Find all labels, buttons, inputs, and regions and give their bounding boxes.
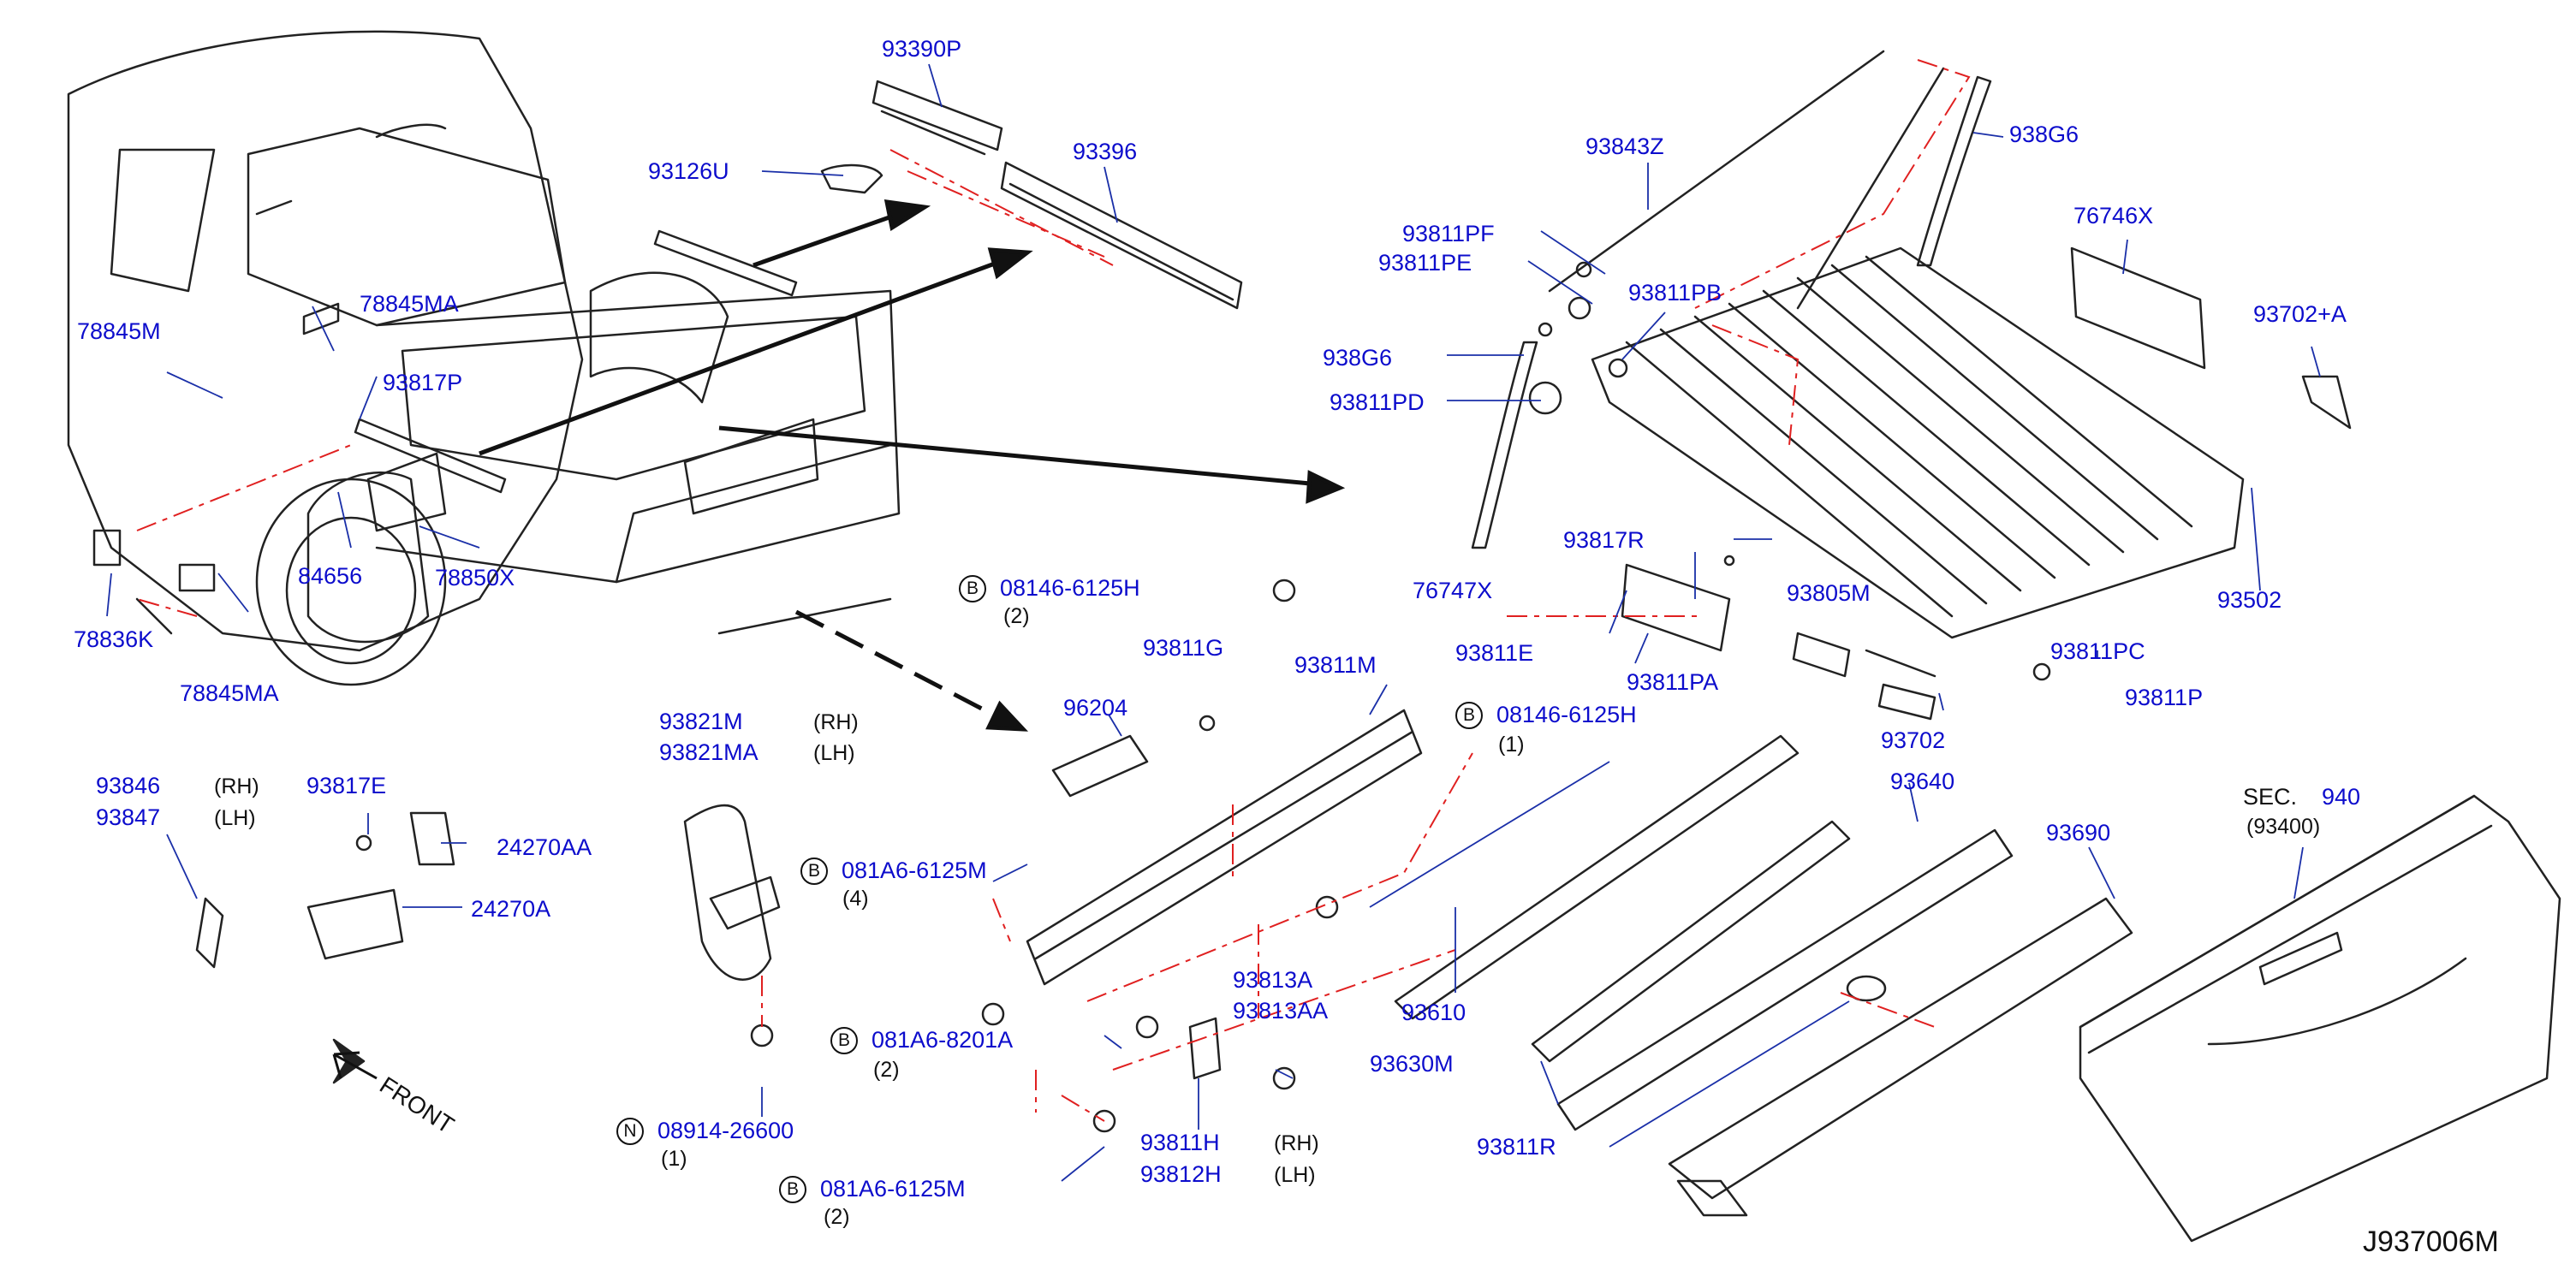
fastener-type-icon: B bbox=[779, 1176, 806, 1203]
part-label: 93812H bbox=[1140, 1161, 1222, 1187]
part-label: 93630M bbox=[1370, 1051, 1454, 1077]
fastener-qty: (2) bbox=[873, 1058, 900, 1082]
part-label: 93811PB bbox=[1628, 280, 1722, 306]
section-number[interactable]: 940 bbox=[2322, 784, 2361, 810]
cross-members-drawing bbox=[709, 579, 2133, 1217]
part-label: 76746X bbox=[2073, 203, 2154, 228]
lower-left-parts-drawing bbox=[195, 804, 774, 1084]
fastener-type-icon: N bbox=[616, 1118, 644, 1145]
part-label: 93817R bbox=[1563, 527, 1645, 553]
part-label: 93811PC bbox=[2050, 638, 2145, 664]
section-part: (93400) bbox=[2246, 815, 2321, 839]
fastener-qty: (2) bbox=[1003, 604, 1030, 628]
part-label: 93813A bbox=[1233, 967, 1313, 993]
pointer-arrows bbox=[479, 199, 1346, 732]
part-label: 24270A bbox=[471, 896, 551, 922]
diagram-reference-code: J937006M bbox=[2363, 1225, 2499, 1258]
fastener-qty: (2) bbox=[824, 1205, 850, 1229]
part-label: 93640 bbox=[1890, 769, 1955, 794]
part-label: 93690 bbox=[2046, 820, 2111, 846]
fastener-number: 08146-6125H bbox=[1496, 702, 1637, 727]
part-label: 93843Z bbox=[1585, 134, 1664, 159]
part-label: 93811P bbox=[2125, 685, 2204, 710]
part-label: 93702+A bbox=[2253, 301, 2347, 327]
part-label: 93811PD bbox=[1330, 389, 1425, 415]
fastener-type-icon: B bbox=[959, 575, 986, 602]
part-label: 938G6 bbox=[2009, 122, 2079, 147]
part-label: 938G6 bbox=[1323, 345, 1393, 371]
fastener-qty: (1) bbox=[661, 1147, 687, 1171]
part-label: 84656 bbox=[298, 563, 363, 589]
part-label: 93817P bbox=[383, 370, 463, 395]
side-label-rh: (RH) bbox=[1274, 1131, 1319, 1155]
pickup-truck-drawing bbox=[67, 30, 901, 686]
fastener-type-icon: B bbox=[1455, 702, 1483, 729]
part-label: 93817E bbox=[306, 773, 387, 798]
part-label: 93846 bbox=[96, 773, 161, 798]
part-label: 93811H bbox=[1140, 1130, 1220, 1155]
fastener-number: 081A6-6125M bbox=[820, 1176, 966, 1202]
part-label: 93702 bbox=[1881, 727, 1946, 753]
front-arrow-icon bbox=[332, 1051, 378, 1080]
part-label: 93811E bbox=[1455, 640, 1534, 666]
part-label: 93821M bbox=[659, 709, 743, 734]
part-label: 93811M bbox=[1294, 652, 1377, 678]
fastener-number: 081A6-8201A bbox=[872, 1027, 1014, 1053]
part-label: 96204 bbox=[1063, 695, 1128, 721]
bed-floor-drawing bbox=[1471, 50, 2352, 721]
part-label: 78836K bbox=[74, 626, 154, 652]
part-label: 93811PA bbox=[1627, 669, 1719, 695]
fastener-number: 081A6-6125M bbox=[842, 858, 987, 883]
part-label: 93390P bbox=[882, 36, 962, 62]
section-prefix: SEC. bbox=[2243, 784, 2298, 810]
part-label: 78845M bbox=[77, 318, 161, 344]
part-label: 78850X bbox=[435, 565, 515, 590]
bed-rail-parts-drawing bbox=[820, 80, 1243, 310]
fastener-number: 08914-26600 bbox=[657, 1118, 794, 1143]
part-label: 93811PE bbox=[1378, 250, 1472, 276]
leader-lines bbox=[106, 63, 2321, 1182]
side-label-lh: (LH) bbox=[214, 806, 256, 830]
side-label-rh: (RH) bbox=[813, 710, 859, 734]
fastener-number: 08146-6125H bbox=[1000, 575, 1140, 601]
side-label-lh: (LH) bbox=[813, 741, 855, 765]
part-label: 93821MA bbox=[659, 739, 759, 765]
fastener-qty: (4) bbox=[842, 887, 869, 911]
part-label: 93813AA bbox=[1233, 998, 1329, 1024]
assembly-dash-lines bbox=[136, 59, 1971, 1122]
part-label: 78845MA bbox=[360, 291, 459, 317]
fastener-type-icon: B bbox=[830, 1027, 858, 1054]
part-label: 93811R bbox=[1477, 1134, 1556, 1160]
part-label: 93847 bbox=[96, 804, 161, 830]
part-label: 93502 bbox=[2217, 587, 2282, 613]
tailgate-drawing bbox=[2079, 794, 2561, 1243]
part-label: 93610 bbox=[1401, 1000, 1466, 1025]
part-label: 93811PF bbox=[1402, 221, 1495, 246]
part-label: 24270AA bbox=[497, 834, 592, 860]
part-label: 93126U bbox=[648, 158, 729, 184]
side-label-rh: (RH) bbox=[214, 774, 259, 798]
part-label: 78845MA bbox=[180, 680, 279, 706]
fastener-qty: (1) bbox=[1498, 733, 1525, 757]
part-label: 93805M bbox=[1787, 580, 1871, 606]
part-label: 93396 bbox=[1073, 139, 1138, 164]
fastener-type-icon: B bbox=[800, 858, 828, 885]
part-label: 76747X bbox=[1413, 578, 1493, 603]
side-label-lh: (LH) bbox=[1274, 1163, 1316, 1187]
part-label: 93811G bbox=[1143, 635, 1224, 661]
